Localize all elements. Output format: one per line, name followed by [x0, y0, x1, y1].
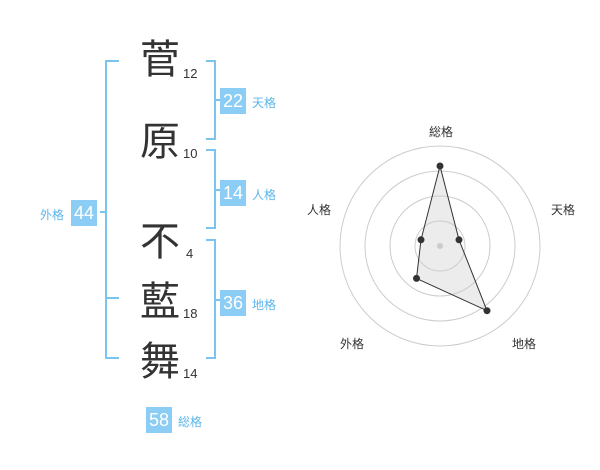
radar-center-dot: [437, 243, 443, 249]
tenkaku-value: 22: [220, 88, 246, 114]
radar-axis-label-tenkaku: 天格: [550, 203, 575, 217]
name-char-5: 舞: [140, 339, 180, 385]
gaikaku-label: 外格: [40, 208, 65, 222]
radar-axis-label-soukaku: 総格: [428, 125, 453, 139]
radar-point-1: [436, 162, 444, 170]
stroke-count-1: 12: [183, 66, 198, 81]
name-char-3: 不: [140, 219, 180, 265]
soukaku-label: 総格: [178, 415, 203, 429]
gaikaku-bracket: [105, 60, 119, 359]
soukaku-value: 58: [146, 407, 172, 433]
radar-axis-label-jinkaku: 人格: [306, 203, 331, 217]
radar-ring-1: [414, 220, 466, 272]
radar-axis-label-chikaku: 地格: [511, 337, 536, 351]
stroke-count-3: 4: [186, 246, 194, 261]
radar-point-4: [413, 274, 420, 282]
name-char-1: 菅: [140, 37, 180, 83]
chikaku-label: 地格: [252, 298, 277, 312]
radar-ring-3: [364, 170, 516, 322]
radar-data-polygon: [415, 165, 488, 312]
tenkaku-label: 天格: [252, 96, 277, 110]
radar-point-5: [417, 236, 425, 244]
jinkaku-value: 14: [220, 180, 246, 206]
radar-point-2: [455, 236, 463, 244]
radar-point-3: [483, 307, 491, 315]
gaikaku-value: 44: [71, 200, 97, 226]
chikaku-value: 36: [220, 290, 246, 316]
jinkaku-label: 人格: [252, 188, 277, 202]
radar-ring-4: [339, 145, 541, 347]
name-char-4: 藍: [140, 279, 180, 325]
radar-ring-2: [389, 195, 491, 297]
name-char-2: 原: [140, 119, 180, 165]
stroke-count-2: 10: [183, 146, 198, 161]
radar-axis-label-gaikaku: 外格: [339, 337, 364, 351]
stroke-count-4: 18: [183, 306, 198, 321]
stroke-count-5: 14: [183, 366, 198, 381]
